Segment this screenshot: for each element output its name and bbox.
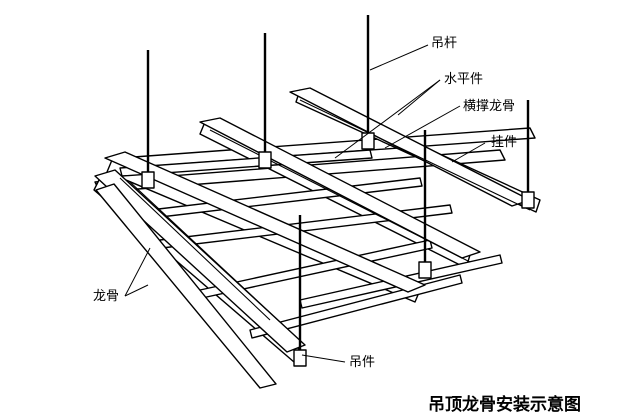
keel-details — [119, 99, 531, 323]
leader-lines — [124, 44, 486, 363]
label-hanger: 吊件 — [349, 355, 376, 370]
label-hanger-rod: 吊杆 — [431, 36, 458, 51]
label-keel: 龙骨 — [93, 289, 120, 304]
diagram-caption: 吊顶龙骨安装示意图 — [428, 395, 581, 415]
hanger-clips — [141, 132, 535, 367]
label-cross-brace-keel: 横撑龙骨 — [463, 99, 516, 114]
hanger-rods — [146, 15, 530, 360]
label-hanging-piece: 挂件 — [491, 135, 518, 150]
label-horizontal-piece: 水平件 — [444, 72, 484, 87]
